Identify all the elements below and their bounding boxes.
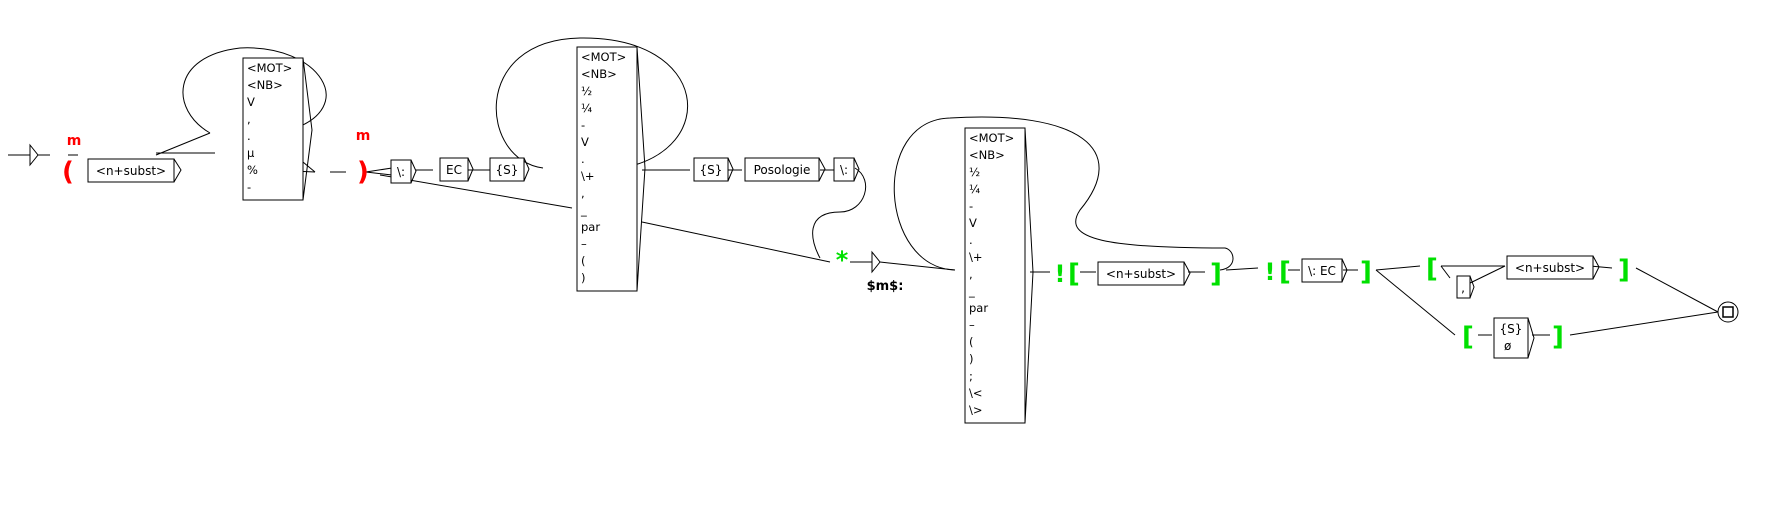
node-comma[interactable]: , [1456, 275, 1475, 299]
node-n-subst-2[interactable]: <n+subst> [1097, 261, 1191, 286]
list-item: ( [581, 254, 586, 268]
list-item: \+ [581, 169, 595, 183]
list-item: ) [581, 271, 586, 285]
list-item: , [969, 267, 973, 281]
node-left-list[interactable]: <MOT> <NB> V,. µ% - [242, 57, 313, 201]
list-item: <MOT> [969, 131, 1014, 145]
paren-open: ( [62, 157, 74, 187]
node-colon-1[interactable]: \: [390, 159, 417, 184]
node-n-subst-1[interactable]: <n+subst> [87, 158, 182, 183]
list-item: ( [969, 335, 974, 349]
node-comma-label: , [1461, 281, 1465, 295]
list-item: ½ [581, 84, 592, 98]
negation-1: ! [1055, 260, 1066, 288]
list-item: µ [247, 146, 255, 160]
node-n-subst-3-label: <n+subst> [1515, 261, 1585, 275]
bracket-open-3: [ [1426, 254, 1438, 284]
node-s-1-label: {S} [496, 163, 519, 177]
list-item: , [247, 112, 251, 126]
list-item: _ [968, 284, 975, 298]
list-item: , [581, 186, 585, 200]
node-right-list[interactable]: <MOT> <NB> ½ ¼ - V. \+, _par – (); \< \> [964, 127, 1034, 424]
list-item: ) [969, 352, 974, 366]
list-item: <NB> [581, 67, 617, 81]
list-item: . [247, 129, 251, 143]
right-list-items: <MOT> <NB> ½ ¼ - V. \+, _par – (); \< \> [968, 131, 1014, 417]
list-item: <NB> [247, 78, 283, 92]
node-s-2[interactable]: {S} [693, 157, 734, 182]
node-posologie-label: Posologie [754, 163, 811, 177]
node-colon-ec[interactable]: \: EC [1301, 258, 1348, 283]
node-colon-1-label: \: [397, 165, 405, 179]
mid-list-items: <MOT> <NB> ½ ¼ - V. \+, _par – () [580, 50, 626, 285]
bracket-close-3: ] [1618, 255, 1630, 285]
paren-close: ) [357, 157, 369, 187]
node-ec[interactable]: EC [439, 157, 474, 182]
list-item: <MOT> [247, 61, 292, 75]
bracket-open-1: [ [1068, 259, 1080, 289]
list-item: % [247, 163, 258, 177]
node-colon-2[interactable]: \: [833, 157, 860, 182]
list-item: par [969, 301, 988, 315]
node-mid-list[interactable]: <MOT> <NB> ½ ¼ - V. \+, _par – () [576, 46, 646, 292]
list-item: <NB> [969, 148, 1005, 162]
bracket-close-4: ] [1552, 322, 1564, 352]
list-item: . [581, 152, 585, 166]
node-ec-label: EC [446, 163, 462, 177]
bracket-open-4: [ [1462, 322, 1474, 352]
bracket-close-2: ] [1360, 257, 1372, 287]
list-item: V [969, 216, 977, 230]
list-item: par [581, 220, 600, 234]
node-s-or-empty[interactable]: {S} ø [1493, 317, 1535, 359]
node-colon-2-label: \: [840, 163, 848, 177]
list-item: ; [969, 369, 973, 383]
list-item: – [969, 318, 975, 332]
list-item: \> [969, 403, 983, 417]
list-item: – [581, 237, 587, 251]
list-item: <MOT> [581, 50, 626, 64]
list-item: . [969, 233, 973, 247]
list-item: - [969, 199, 973, 213]
list-item: ½ [969, 165, 980, 179]
node-n-subst-2-label: <n+subst> [1106, 267, 1176, 281]
list-item: - [581, 118, 585, 132]
star-operator: * [836, 246, 849, 274]
node-n-subst-1-label: <n+subst> [96, 164, 166, 178]
variable-m-label: $m$: [867, 279, 904, 294]
list-item: ¼ [969, 182, 980, 196]
list-item: V [581, 135, 589, 149]
list-item: \+ [969, 250, 983, 264]
list-item: _ [580, 203, 587, 217]
output-m-close: m [356, 128, 371, 144]
node-s-1[interactable]: {S} [489, 157, 530, 182]
left-list-items: <MOT> <NB> V,. µ% - [247, 61, 292, 194]
output-m-open: m [67, 133, 82, 149]
bracket-open-2: [ [1279, 257, 1291, 287]
node-s-3-label: {S} [1500, 322, 1523, 336]
node-posologie[interactable]: Posologie [744, 157, 826, 182]
negation-2: ! [1265, 258, 1276, 286]
list-item: \< [969, 386, 983, 400]
final-state[interactable] [1717, 301, 1739, 323]
list-item: - [247, 180, 251, 194]
node-colon-ec-label: \: EC [1308, 264, 1336, 278]
node-n-subst-3[interactable]: <n+subst> [1506, 255, 1600, 280]
list-item: ¼ [581, 101, 592, 115]
node-s-2-label: {S} [700, 163, 723, 177]
bracket-close-1: ] [1210, 259, 1222, 289]
node-empty-label: ø [1504, 339, 1511, 353]
list-item: V [247, 95, 255, 109]
